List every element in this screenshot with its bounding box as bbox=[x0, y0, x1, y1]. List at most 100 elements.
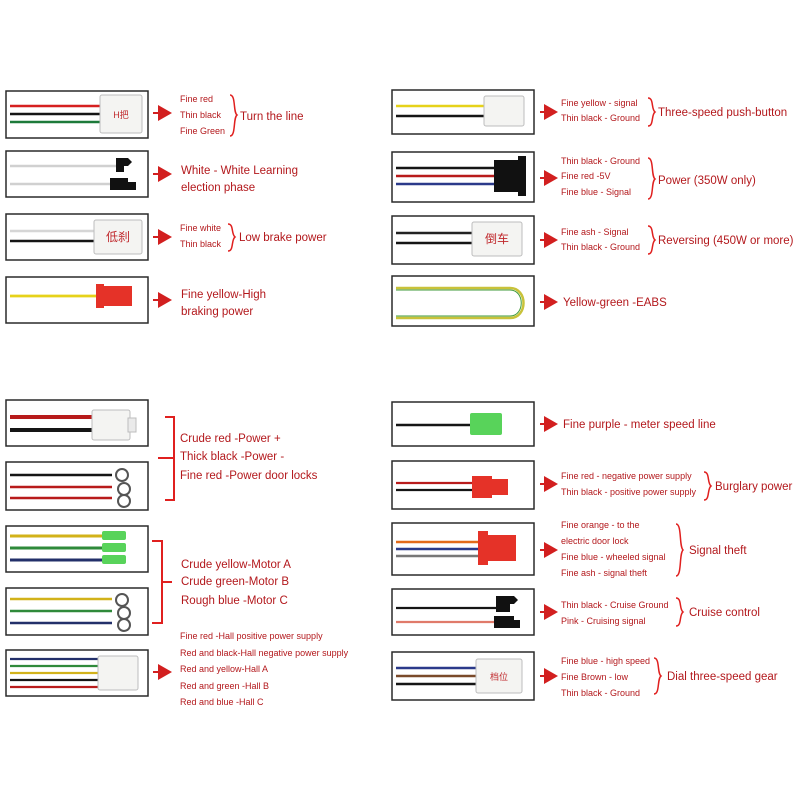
bracket bbox=[647, 225, 657, 255]
connector-white bbox=[475, 658, 523, 694]
ring-terminal bbox=[115, 593, 129, 607]
item-label: Fine red -Power door locks bbox=[180, 470, 318, 482]
connector-white bbox=[127, 417, 137, 433]
power-group-item: Crude red -Power + Thick black -Power - … bbox=[5, 399, 318, 511]
wire-label: Fine ash - signal theft bbox=[561, 568, 648, 578]
wire-label: Red and blue -Hall C bbox=[180, 697, 264, 707]
connector-white bbox=[471, 221, 523, 257]
wire-label: Thin black bbox=[180, 239, 222, 249]
connector-green bbox=[102, 555, 126, 564]
item-title: Burglary power bbox=[715, 481, 793, 493]
connector-black bbox=[494, 616, 520, 628]
wire-label: Fine white bbox=[180, 223, 221, 233]
item-title: Three-speed push-button bbox=[658, 107, 787, 119]
connector-black bbox=[110, 178, 136, 190]
connector-red bbox=[478, 531, 488, 565]
bracket bbox=[152, 540, 163, 624]
connector-marking: 档位 bbox=[490, 671, 508, 682]
item-title: Reversing (450W or more) bbox=[658, 235, 794, 247]
wire-label: Fine blue - wheeled signal bbox=[561, 552, 666, 562]
wire-label: Fine red - negative power supply bbox=[561, 471, 692, 481]
item-label: braking power bbox=[181, 306, 253, 318]
motor-group-item: Crude yellow-Motor A Crude green-Motor B… bbox=[5, 525, 291, 636]
item-title: Cruise control bbox=[689, 607, 760, 619]
power350-item: Thin black - Ground Fine red -5V Fine bl… bbox=[391, 151, 756, 203]
bracket bbox=[229, 94, 239, 137]
wire-label: Fine red -5V bbox=[561, 171, 611, 181]
wire-yellow-green bbox=[396, 286, 525, 320]
wire-label: Thin black - Ground bbox=[561, 688, 640, 698]
wire-label: Red and black-Hall negative power supply bbox=[180, 648, 349, 658]
connector-marking: 倒车 bbox=[485, 231, 509, 246]
item-label: White - White Learning bbox=[181, 165, 298, 177]
reversing-item: 倒车 Fine ash - Signal Thin black - Ground… bbox=[391, 215, 794, 265]
connector-white bbox=[91, 409, 131, 441]
hall-item: Fine red -Hall positive power supply Red… bbox=[5, 631, 349, 707]
wire-label: Thin black - positive power supply bbox=[561, 487, 697, 497]
wire-label: Fine Green bbox=[180, 126, 225, 136]
wire-label: Fine blue - Signal bbox=[561, 187, 631, 197]
cruise-box bbox=[391, 588, 535, 636]
connector-green bbox=[470, 413, 502, 435]
item-title: Turn the line bbox=[240, 111, 304, 123]
wire-label: Thin black bbox=[180, 110, 222, 120]
connector-marking: 低刹 bbox=[106, 230, 130, 244]
cruise-item: Thin black - Cruise Ground Pink - Cruisi… bbox=[391, 588, 760, 636]
bracket bbox=[653, 657, 663, 695]
item-label: Fine purple - meter speed line bbox=[563, 419, 716, 431]
learning-box bbox=[5, 150, 149, 198]
connector-red bbox=[102, 286, 132, 306]
connector-black bbox=[494, 156, 526, 196]
connector-white bbox=[99, 94, 143, 134]
connector-white bbox=[483, 95, 525, 127]
three-speed-item: Fine yellow - signal Thin black - Ground… bbox=[391, 89, 787, 135]
burglary-box bbox=[391, 460, 535, 510]
item-label: Thick black -Power - bbox=[180, 451, 284, 463]
wire-label: Pink - Cruising signal bbox=[561, 616, 646, 626]
bracket bbox=[675, 523, 685, 577]
connector-black bbox=[116, 158, 132, 172]
connector-red bbox=[96, 284, 104, 308]
wire-label: Fine red -Hall positive power supply bbox=[180, 631, 323, 641]
wire-label: Fine blue - high speed bbox=[561, 656, 650, 666]
wire-label: Fine Brown - low bbox=[561, 672, 629, 682]
low-brake-item: 低刹 Fine white Thin black Low brake power bbox=[5, 213, 327, 261]
item-label: Fine yellow-High bbox=[181, 289, 266, 301]
dial-gear-item: 档位 Fine blue - high speed Fine Brown - l… bbox=[391, 651, 778, 701]
connector-white bbox=[93, 219, 143, 255]
wire-label: Thin black - Cruise Ground bbox=[561, 600, 669, 610]
eabs-item: Yellow-green -EABS bbox=[391, 275, 667, 327]
wire-label: Fine red bbox=[180, 94, 213, 104]
ring-terminal bbox=[117, 618, 131, 632]
wire-label: Red and yellow-Hall A bbox=[180, 664, 268, 674]
connector-marking: H把 bbox=[113, 109, 129, 120]
item-title: Low brake power bbox=[239, 232, 327, 244]
wire-label: Thin black - Ground bbox=[561, 156, 640, 166]
learning-item: White - White Learning election phase bbox=[5, 150, 298, 198]
wire-label: electric door lock bbox=[561, 536, 629, 546]
wire-label: Thin black - Ground bbox=[561, 242, 640, 252]
item-title: Dial three-speed gear bbox=[667, 671, 778, 683]
bracket bbox=[703, 471, 713, 501]
connector-green bbox=[102, 543, 126, 552]
speed-line-item: Fine purple - meter speed line bbox=[391, 401, 716, 447]
connector-red bbox=[486, 535, 516, 561]
wire-label: Fine yellow - signal bbox=[561, 98, 638, 108]
turn-line-item: H把 Fine red Thin black Fine Green Turn t… bbox=[5, 90, 304, 139]
wire-label: Fine orange - to the bbox=[561, 520, 640, 530]
item-label: Crude green-Motor B bbox=[181, 576, 289, 588]
connector-red bbox=[490, 479, 508, 495]
connector-black bbox=[496, 596, 518, 612]
item-label: Crude yellow-Motor A bbox=[181, 559, 291, 571]
ring-terminal bbox=[115, 468, 129, 482]
item-title: Signal theft bbox=[689, 545, 747, 557]
wire-label: Fine ash - Signal bbox=[561, 227, 629, 237]
bracket bbox=[675, 597, 685, 627]
signal-theft-item: Fine orange - to the electric door lock … bbox=[391, 520, 747, 578]
ring-terminal bbox=[117, 494, 131, 508]
connector-white bbox=[97, 655, 139, 691]
high-brake-item: Fine yellow-High braking power bbox=[5, 276, 266, 324]
burglary-item: Fine red - negative power supply Thin bl… bbox=[391, 460, 793, 510]
item-label: Crude red -Power + bbox=[180, 433, 281, 445]
